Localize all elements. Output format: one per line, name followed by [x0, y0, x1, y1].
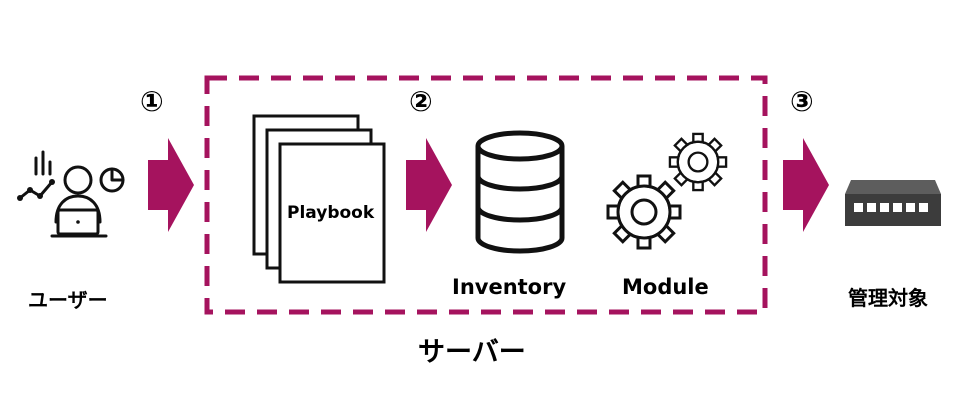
right-arrow-icon [406, 138, 452, 232]
server-label: サーバー [418, 337, 526, 368]
inventory-label: Inventory [452, 275, 567, 299]
network-switch-icon [845, 180, 941, 226]
step-1-number: ① [140, 85, 164, 118]
stacked-documents-icon [252, 114, 386, 284]
step-2-number: ② [409, 85, 433, 118]
right-arrow-icon [783, 138, 829, 232]
right-arrow-icon [148, 138, 194, 232]
module-label: Module [622, 275, 709, 299]
user-label: ユーザー [28, 288, 108, 312]
target-label: 管理対象 [848, 286, 928, 310]
gears-icon [606, 132, 728, 250]
user-with-laptop-and-charts-icon [17, 150, 125, 238]
step-3-number: ③ [790, 85, 814, 118]
database-icon [475, 130, 565, 254]
playbook-label: Playbook [287, 203, 375, 223]
